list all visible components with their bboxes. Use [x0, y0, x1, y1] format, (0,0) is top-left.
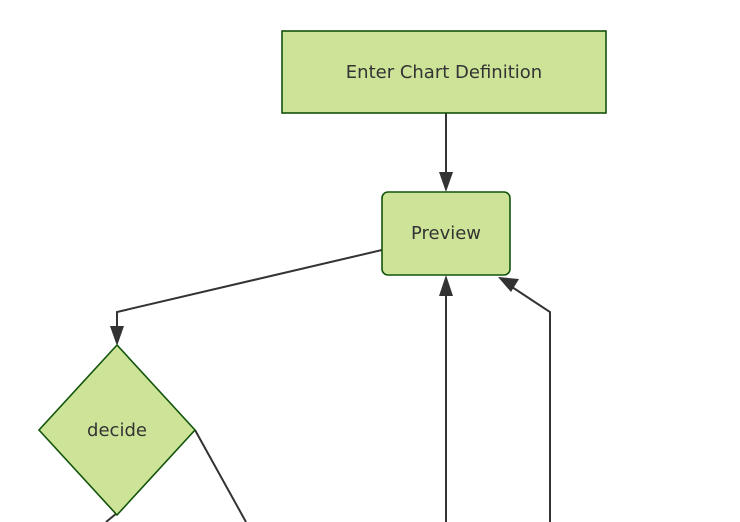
- node-shape-diamond: [37, 343, 197, 517]
- edge-preview-to-decide: [110, 249, 383, 346]
- node-shape-rectangle: [281, 30, 607, 114]
- node-label: Preview: [411, 223, 481, 244]
- edge-line: [194, 429, 247, 522]
- node-decide[interactable]: decide: [37, 343, 197, 517]
- node-shape-rounded-rectangle: [381, 191, 511, 276]
- arrowhead-icon: [439, 172, 453, 192]
- arrowhead-icon: [439, 275, 453, 296]
- edge-enter-to-preview: [439, 113, 453, 192]
- edge-decide-to-offscreen-left: [105, 512, 118, 522]
- arrowhead-icon: [110, 326, 124, 346]
- node-label: Enter Chart Definition: [346, 62, 542, 83]
- node-enter-chart-definition[interactable]: Enter Chart Definition: [281, 30, 607, 114]
- edge-line: [511, 286, 551, 522]
- edge-line: [116, 249, 383, 332]
- arrowhead-icon: [498, 277, 519, 292]
- node-preview[interactable]: Preview: [381, 191, 511, 276]
- edge-line: [105, 512, 118, 522]
- node-label: decide: [87, 420, 147, 441]
- edge-return-diagonal-to-preview: [498, 277, 551, 522]
- edge-decide-to-offscreen-right: [194, 429, 247, 522]
- edge-return-vertical-to-preview: [439, 275, 453, 522]
